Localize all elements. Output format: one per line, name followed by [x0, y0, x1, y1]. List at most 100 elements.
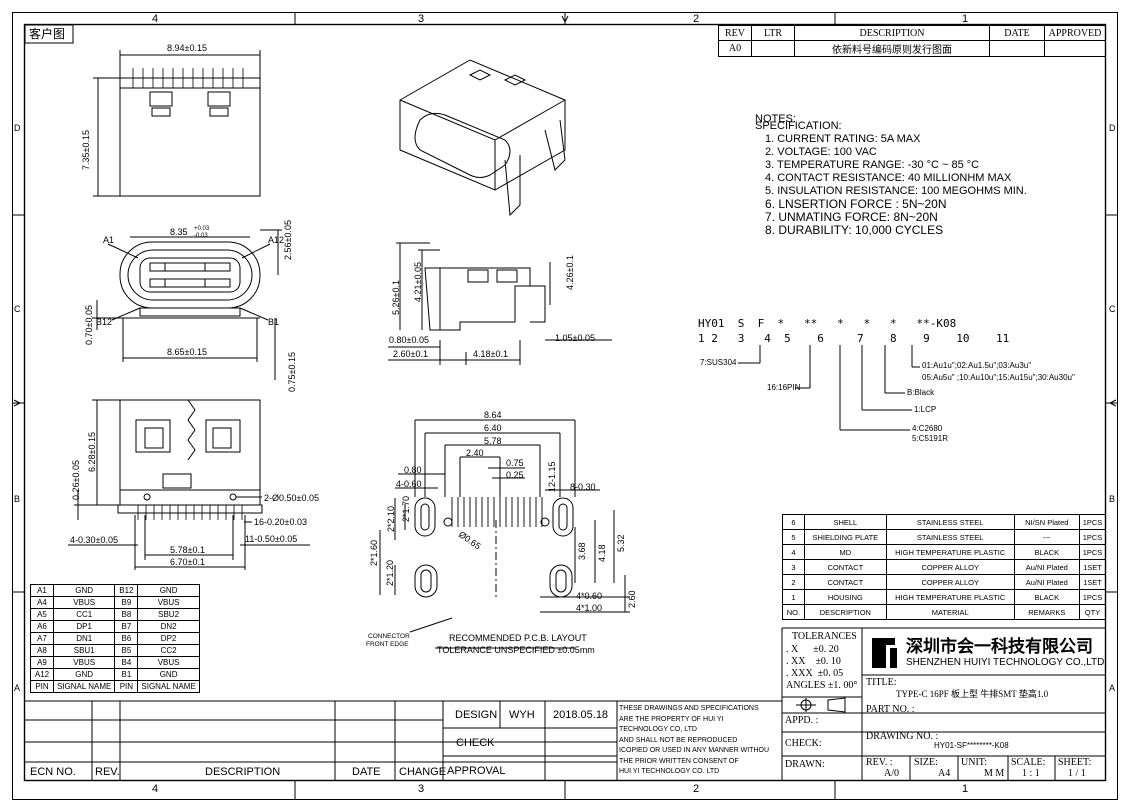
- notice-line: HUI YI TECHNOLOGY CO. LTD: [619, 768, 720, 775]
- pcb-dim-2x170: 2*1.70: [401, 495, 411, 522]
- bom-cell: NI/SN Plated: [1013, 514, 1081, 530]
- bom-cell: STAINLESS STEEL: [885, 529, 1015, 545]
- pin-cell: GND: [52, 668, 116, 681]
- option-10b: 05:Au5u" ;10:Au10u";15:Au15u";30:Au30u": [922, 373, 1075, 382]
- zone-left-a: A: [14, 683, 21, 693]
- pcb-dim-640: 6.40: [484, 423, 502, 433]
- zone-top-4: 4: [152, 13, 159, 25]
- size-label: SIZE:: [914, 757, 938, 768]
- zone-top-3: 3: [418, 13, 425, 25]
- dim-bottom-right: 11-0.50±0.05: [245, 534, 298, 544]
- pin-cell: DN1: [52, 632, 116, 645]
- bom-cell: 1: [782, 589, 805, 605]
- dim-bottom-w2: 6.70±0.1: [170, 557, 205, 567]
- pin-cell: GND: [52, 584, 116, 597]
- pin-cell: A5: [30, 608, 54, 621]
- scale-value: 1 : 1: [1022, 768, 1040, 779]
- dim-front-width: 8.35: [170, 227, 188, 237]
- pin-cell: VBUS: [137, 596, 200, 609]
- revision-table: REV LTR DESCRIPTION DATE APPROVED A0 依新料…: [718, 25, 1106, 57]
- pin-cell: A9: [30, 656, 54, 669]
- bom-cell: 1PCS: [1079, 544, 1106, 560]
- dim-bottom-hole: 2-Ø0.50±0.05: [264, 493, 319, 503]
- pin-cell: B1: [114, 668, 139, 681]
- dim-side-h2: 4.21±0.05: [413, 262, 423, 302]
- notice-line: THESE DRAWINGS AND SPECIFICATIONS: [619, 705, 759, 712]
- pin-cell: PIN: [114, 680, 139, 693]
- dim-side-b4: 1.05±0.05: [555, 333, 595, 343]
- pin-cell: VBUS: [52, 596, 116, 609]
- bom-cell: 5: [782, 529, 805, 545]
- ltr-header: LTR: [751, 25, 795, 41]
- bom-cell: 4: [782, 544, 805, 560]
- size-value: A4: [938, 768, 951, 779]
- note-item: 1. CURRENT RATING: 5A MAX: [765, 133, 921, 145]
- bom-cell: QTY: [1079, 604, 1106, 620]
- note-item: 3. TEMPERATURE RANGE: -30 °C ~ 85 °C: [765, 159, 980, 171]
- bom-cell: 1PCS: [1079, 529, 1106, 545]
- pcb-dim-368: 3.68: [577, 542, 587, 560]
- pin-cell: SIGNAL NAME: [137, 680, 200, 693]
- notice-line: AND SHALL NOT BE REPRODUCED: [619, 736, 738, 744]
- pin-cell: DP1: [52, 620, 116, 633]
- notice-line: ARE THE PROPERTY OF HUI YI: [619, 715, 724, 723]
- tolerances-title: TOLERANCES: [792, 631, 857, 642]
- pin-cell: B12: [114, 584, 139, 597]
- zone-bottom-3: 3: [418, 783, 425, 795]
- approved-value: [1044, 40, 1106, 57]
- dim-bottom-left: 4-0.30±0.05: [70, 535, 118, 545]
- connector-label-1: CONNECTOR: [368, 633, 410, 640]
- company-name-en: SHENZHEN HUIYI TECHNOLOGY CO.,LTD.: [906, 657, 1108, 668]
- pcb-dim-4x060: 4*0.60: [576, 591, 603, 601]
- pin-cell: CC1: [52, 608, 116, 621]
- description-header: DESCRIPTION: [794, 25, 990, 41]
- dim-front-tol-plus: +0.03: [194, 226, 210, 232]
- bom-cell: REMARKS: [1013, 604, 1081, 620]
- zone-top-1: 1: [962, 13, 969, 25]
- notice-line: ICOPIED OR USED IN ANY MANNER WITHOU: [619, 747, 769, 754]
- bom-cell: 1SET: [1079, 574, 1106, 590]
- dim-front-right-low: 0.75±0.15: [287, 352, 297, 392]
- dim-front-bottom-width: 8.65±0.15: [167, 347, 207, 357]
- rev-header: REV: [718, 25, 752, 41]
- pcb-dim-4-060: 4-0.60: [396, 479, 422, 489]
- rev-label: REV. :: [866, 757, 893, 768]
- dim-bottom-height: 6.28±0.15: [87, 432, 97, 472]
- bom-cell: HIGH TEMPERATURE PLASTIC: [885, 589, 1015, 605]
- pin-label-a12: A12: [268, 235, 285, 245]
- pin-cell: B6: [114, 632, 139, 645]
- pcb-dim-260: 2.60: [627, 590, 637, 608]
- sheet-label: SHEET:: [1058, 757, 1092, 768]
- designer-name: WYH: [509, 709, 535, 721]
- bom-cell: SHIELDING PLATE: [803, 529, 887, 545]
- pin-cell: GND: [137, 668, 200, 681]
- pcb-dim-12-115: 12-1.15: [547, 461, 557, 492]
- sheet-value: 1 / 1: [1068, 768, 1086, 779]
- bom-cell: 3: [782, 559, 805, 575]
- pin-cell: SBU2: [137, 608, 200, 621]
- notice-line: THE PRIOR WRITTEN CONSENT OF: [619, 757, 739, 765]
- option-8: 1:LCP: [914, 405, 937, 414]
- pcb-layout-title: RECOMMENDED P.C.B. LAYOUT: [449, 633, 587, 643]
- pin-cell: B8: [114, 608, 139, 621]
- dim-front-left-height: 0.70±0.05: [84, 305, 94, 345]
- dim-front-right-height: 2.56±0.05: [283, 220, 293, 260]
- drawing-no-label: DRAWING NO. :: [866, 731, 939, 742]
- rev-value: A0: [718, 40, 752, 57]
- pin-cell: DN2: [137, 620, 200, 633]
- zone-left-b: B: [14, 494, 21, 504]
- ecn-header: ECN NO.: [30, 766, 76, 778]
- bom-cell: CONTACT: [803, 559, 887, 575]
- date-value: [989, 40, 1045, 57]
- bom-cell: NO.: [782, 604, 805, 620]
- pcb-dim-2x210: 2*2.10: [386, 505, 396, 532]
- zone-bottom-4: 4: [152, 783, 159, 795]
- change-header: CHANGE: [399, 766, 447, 778]
